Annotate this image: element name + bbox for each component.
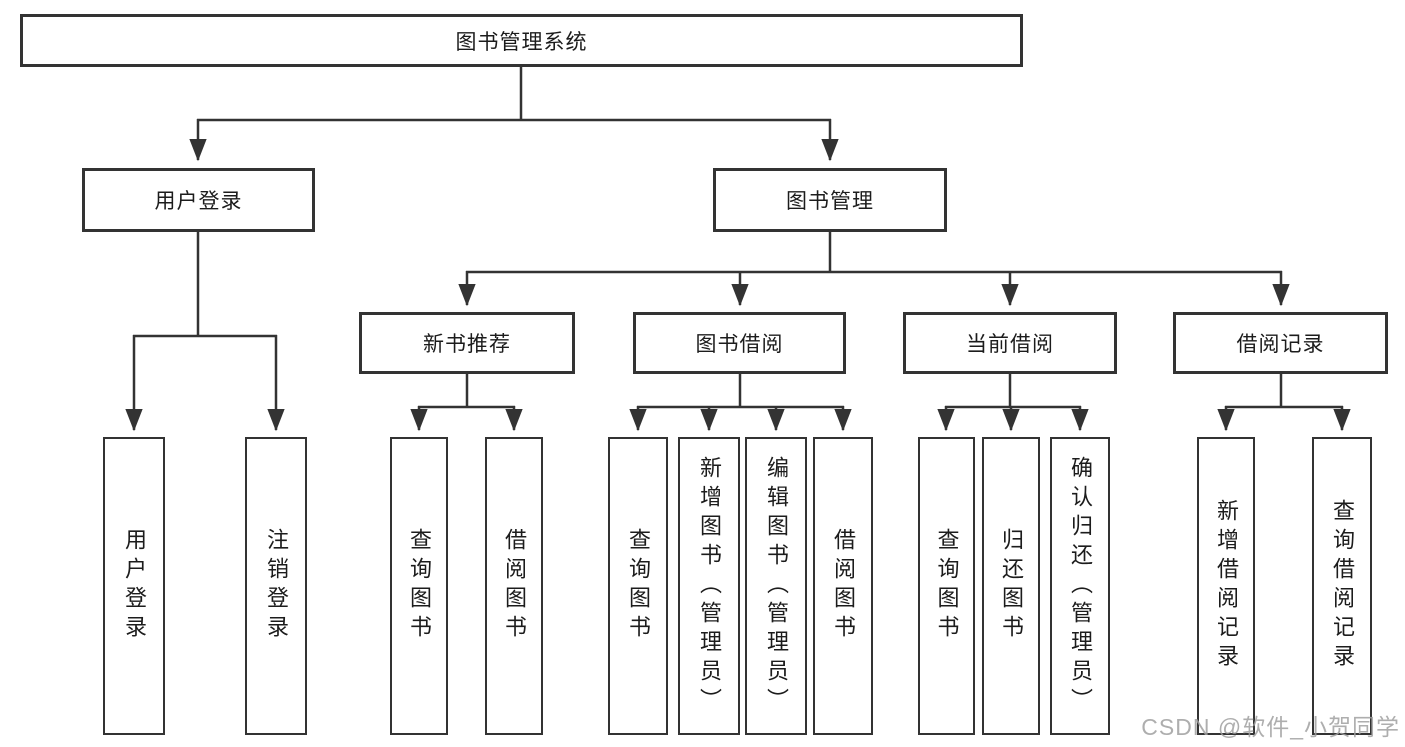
node-label: 确认归还（管理员）	[1068, 455, 1093, 717]
node-label: 图书管理系统	[455, 30, 588, 54]
leaf-confirm-return-admin: 确认归还（管理员）	[1050, 437, 1110, 735]
node-label: 编辑图书（管理员）	[764, 455, 789, 717]
node-label: 查询借阅记录	[1330, 499, 1355, 673]
node-label: 用户登录	[154, 190, 243, 213]
node-label: 新增图书（管理员）	[697, 455, 722, 717]
leaf-add-borrow-record: 新增借阅记录	[1197, 437, 1255, 735]
node-label: 用户登录	[122, 528, 147, 644]
node-label: 借阅图书	[502, 528, 527, 644]
node-label: 查询图书	[407, 528, 432, 644]
node-user-login-branch: 用户登录	[82, 168, 315, 232]
node-label: 图书借阅	[695, 333, 784, 356]
leaf-query-books-borrowing: 查询图书	[608, 437, 668, 735]
leaf-add-books-admin: 新增图书（管理员）	[678, 437, 740, 735]
leaf-query-borrow-record: 查询借阅记录	[1312, 437, 1372, 735]
node-borrowing-records: 借阅记录	[1173, 312, 1388, 374]
leaf-query-books-recommend: 查询图书	[390, 437, 448, 735]
csdn-watermark: CSDN @软件_小贺同学	[1141, 714, 1400, 740]
node-label: 查询图书	[934, 528, 960, 644]
node-book-management-branch: 图书管理	[713, 168, 947, 232]
leaf-return-books: 归还图书	[982, 437, 1040, 735]
node-label: 当前借阅	[966, 333, 1054, 356]
node-label: 归还图书	[999, 528, 1024, 644]
node-label: 借阅图书	[831, 528, 856, 644]
node-library-management-system: 图书管理系统	[20, 14, 1023, 67]
leaf-logout: 注销登录	[245, 437, 307, 735]
node-label: 新增借阅记录	[1214, 499, 1239, 673]
leaf-borrow-books: 借阅图书	[813, 437, 873, 735]
node-label: 借阅记录	[1236, 333, 1325, 356]
node-label: 查询图书	[626, 528, 651, 644]
node-label: 图书管理	[786, 190, 874, 213]
leaf-edit-books-admin: 编辑图书（管理员）	[745, 437, 807, 735]
node-current-borrowing: 当前借阅	[903, 312, 1117, 374]
node-book-borrowing: 图书借阅	[633, 312, 846, 374]
node-label: 新书推荐	[423, 333, 511, 356]
node-label: 注销登录	[264, 528, 289, 644]
leaf-borrow-books-recommend: 借阅图书	[485, 437, 543, 735]
leaf-user-login: 用户登录	[103, 437, 165, 735]
node-new-book-recommendation: 新书推荐	[359, 312, 575, 374]
leaf-query-books-current: 查询图书	[918, 437, 975, 735]
